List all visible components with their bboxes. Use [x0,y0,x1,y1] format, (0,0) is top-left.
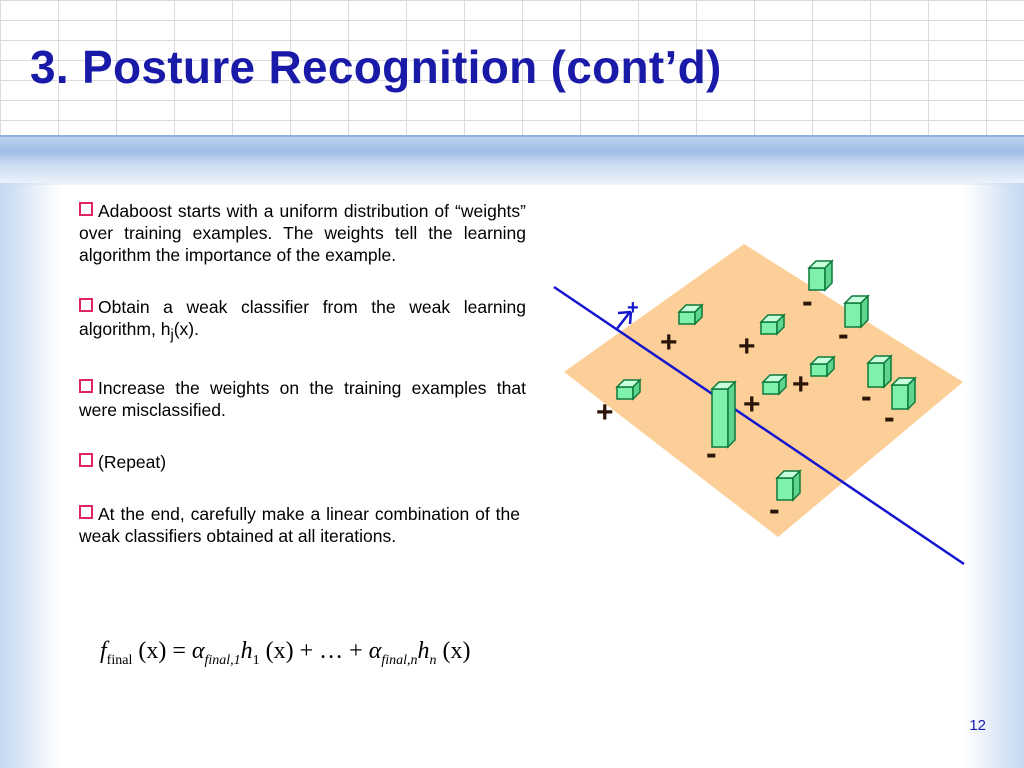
positive-weight-box [759,313,786,336]
plus-label: + [596,396,614,429]
classifier-figure: + +++++------ [553,244,965,566]
plus-label: + [792,368,810,401]
header-band [0,135,1024,185]
left-gradient [0,183,60,768]
positive-weight-box [761,373,788,396]
bullet-text-suffix: (x). [173,319,199,339]
bullet-item: Obtain a weak classifier from the weak l… [79,296,526,347]
bullet-square-icon [79,298,93,312]
positive-weight-box [615,378,642,401]
minus-label: - [769,491,780,527]
negative-weight-box [866,354,893,389]
bullet-square-icon [79,378,93,393]
formula-f-sub: final [106,653,133,668]
bullet-item: At the end, carefully make a linear comb… [79,503,520,547]
arrow-label: + [627,297,639,319]
bullet-square-icon [79,452,93,467]
bullet-square-icon [79,202,93,216]
formula-alpha2: α [368,638,382,664]
formula-h1-sub: 1 [252,653,260,668]
formula-equals: = [172,638,186,664]
formula-h1: h [240,638,253,664]
bullet-item: (Repeat) [79,451,526,473]
bullet-text: Increase the weights on the training exa… [79,377,526,420]
negative-weight-box [843,294,870,329]
bullet-list: Adaboost starts with a uniform distribut… [79,200,526,547]
minus-label: - [861,378,872,414]
plus-label: + [738,330,756,363]
formula-hn-sub: n [429,653,437,668]
negative-weight-box [710,380,737,449]
minus-label: - [706,435,717,471]
negative-weight-box [890,376,917,411]
final-classifier-formula: ffinal (x) = αfinal,1h1 (x) + … + αfinal… [100,638,470,669]
formula-alpha1-sub: final,1 [204,653,241,668]
formula-x1: (x) [138,638,167,664]
formula-f: f [100,638,107,664]
formula-x3: (x) [442,638,471,664]
negative-weight-box [775,469,802,502]
bullet-text: Obtain a weak classifier from the weak l… [79,297,526,339]
bullet-item: Increase the weights on the training exa… [79,377,526,421]
slide-title: 3. Posture Recognition (cont’d) [30,41,722,93]
weight-boxes [615,259,917,502]
formula-plus1: + [299,638,314,664]
bullet-subscript: j [170,327,174,344]
negative-weight-box [807,259,834,292]
formula-x2: (x) [265,638,294,664]
formula-alpha2-sub: final,n [381,653,418,668]
formula-dots: … [319,638,344,664]
positive-weight-box [677,303,704,326]
bullet-text: (Repeat) [98,451,167,472]
minus-label: - [838,316,849,352]
bullet-item: Adaboost starts with a uniform distribut… [79,200,526,266]
minus-label: - [802,283,813,319]
plus-label: + [660,326,678,359]
formula-alpha1: α [191,638,205,664]
bullet-text: Adaboost starts with a uniform distribut… [79,201,526,265]
page-number: 12 [969,717,986,734]
bullet-square-icon [79,504,93,519]
right-gradient [964,183,1024,768]
class-labels: +++++------ [596,283,895,527]
decision-line [553,285,965,566]
minus-label: - [884,399,895,435]
plus-label: + [743,388,761,421]
direction-arrow-icon [615,310,633,331]
bullet-text: At the end, carefully make a linear comb… [79,503,520,546]
formula-hn: h [417,638,430,664]
formula-plus2: + [349,638,363,664]
header-grid-background [0,0,1024,135]
positive-weight-box [809,355,836,378]
